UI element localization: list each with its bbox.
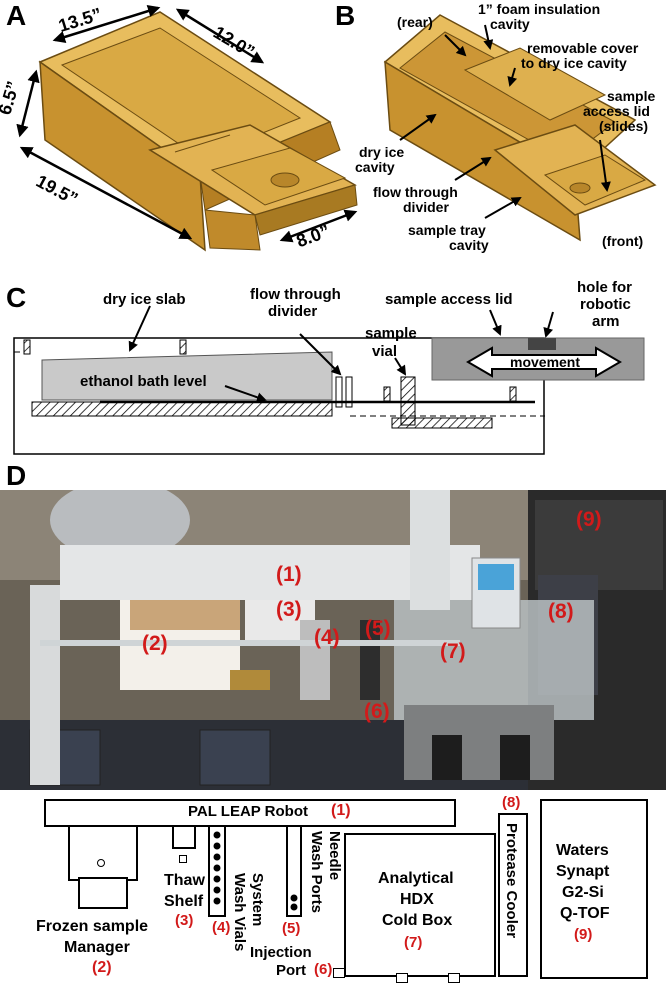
label-access-3: (slides) [599,118,649,134]
panel-c-label: C [6,282,27,313]
frozen-manager-tray [78,877,128,909]
label-c-flow-1: flow through [250,286,341,303]
panel-b: B (rear) 1” foam insulation cavity remov… [335,0,666,255]
label-access-2: access lid [583,103,650,119]
ports-num: (5) [282,920,301,937]
hdx-leg-left [396,973,408,983]
label-rear: (rear) [397,14,433,30]
label-front: (front) [602,233,644,249]
robot-num: (1) [331,802,351,819]
wash-system-label: System [249,873,266,927]
cold-box-3d-render [16,4,358,252]
frozen-num: (2) [92,959,112,976]
label-cover-1: removable cover [527,40,639,56]
frozen-manager-dot [97,859,105,867]
label-c-flow-2: divider [268,303,318,320]
panel-a: A 13.5” 12.0” 6.5” 19.5” 8.0” [0,0,370,255]
injection-num: (6) [314,961,333,978]
photo-num-9: (9) [576,508,602,531]
robot-label: PAL LEAP Robot [188,803,308,820]
needle-label: Needle [326,831,343,881]
label-movement: movement [510,354,581,370]
wash-ports-rack [286,825,302,917]
label-hole-3: arm [592,313,620,330]
protease-num: (8) [502,794,521,811]
waters-label-3: G2-Si [562,884,604,901]
waters-num: (9) [574,926,593,943]
panel-a-label: A [6,0,27,31]
layout-schematic: PAL LEAP Robot (1) Frozen sample Manager… [0,794,666,983]
cross-section-diagram [13,305,645,455]
hdx-leg-right [448,973,460,983]
hdx-cold-box [344,833,496,977]
label-ethanol: ethanol bath level [80,373,207,390]
label-dryice-1: dry ice [359,144,405,160]
wash-ports-label: Wash Ports [308,831,325,913]
panel-b-label: B [335,0,356,31]
protease-cooler [498,813,528,977]
panel-c: C [0,279,666,457]
photo-num-3: (3) [276,598,302,621]
frozen-manager-top [68,825,138,881]
label-dry-ice-slab: dry ice slab [103,291,186,308]
photo-num-2: (2) [142,632,168,655]
label-flow-2: divider [403,199,449,215]
label-hole-2: robotic [580,296,631,313]
label-foam-2: cavity [490,16,530,32]
waters-label-2: Synapt [556,863,610,880]
wash-num: (4) [212,919,231,936]
waters-label-1: Waters [556,842,609,859]
hdx-label-1: Analytical [378,870,454,887]
frozen-label-1: Frozen sample [36,918,149,935]
injection-label-1: Injection [250,944,312,961]
cold-box-cutaway-render [383,14,657,242]
photo-num-6: (6) [364,700,390,723]
wash-vials-dots [213,831,221,905]
photo-num-1: (1) [276,563,302,586]
panel-d-label: D [6,460,27,491]
photo-num-5: (5) [365,617,391,640]
robot-rail: PAL LEAP Robot (1) [44,799,456,827]
waters-qtof [540,799,648,979]
label-dryice-2: cavity [355,159,395,175]
photo-num-4: (4) [314,626,340,649]
label-vial-1: sample [365,325,417,342]
injection-label-2: Port [276,962,306,979]
thaw-shelf [172,825,196,849]
label-tray-2: cavity [449,237,489,253]
label-flow-1: flow through [373,184,458,200]
label-cover-2: to dry ice cavity [521,55,627,71]
label-hole-1: hole for [577,279,632,296]
label-tray-1: sample tray [408,222,486,238]
thaw-num: (3) [175,912,194,929]
thaw-label-1: Thaw [164,872,205,889]
label-vial-2: vial [372,343,398,360]
label-foam-1: 1” foam insulation [478,1,601,17]
label-access-lid: sample access lid [385,291,513,308]
photo-num-8: (8) [548,600,574,623]
hdx-label-3: Cold Box [382,912,453,929]
thaw-label-2: Shelf [164,893,204,910]
photo-num-7: (7) [440,640,466,663]
instrument-photo-drawing [0,490,666,790]
frozen-label-2: Manager [64,939,130,956]
wash-ports-dots [290,894,298,911]
label-access-1: sample [607,88,656,104]
instrument-photo: (1) (2) (3) (4) (5) (6) (7) (8) (9) [0,490,666,790]
thaw-shelf-dot [179,855,187,863]
waters-label-4: Q-TOF [560,905,610,922]
wash-vials-label: Wash Vials [231,873,248,952]
protease-label: Protease Cooler [503,823,520,939]
hdx-num: (7) [404,934,423,951]
hdx-label-2: HDX [400,891,434,908]
